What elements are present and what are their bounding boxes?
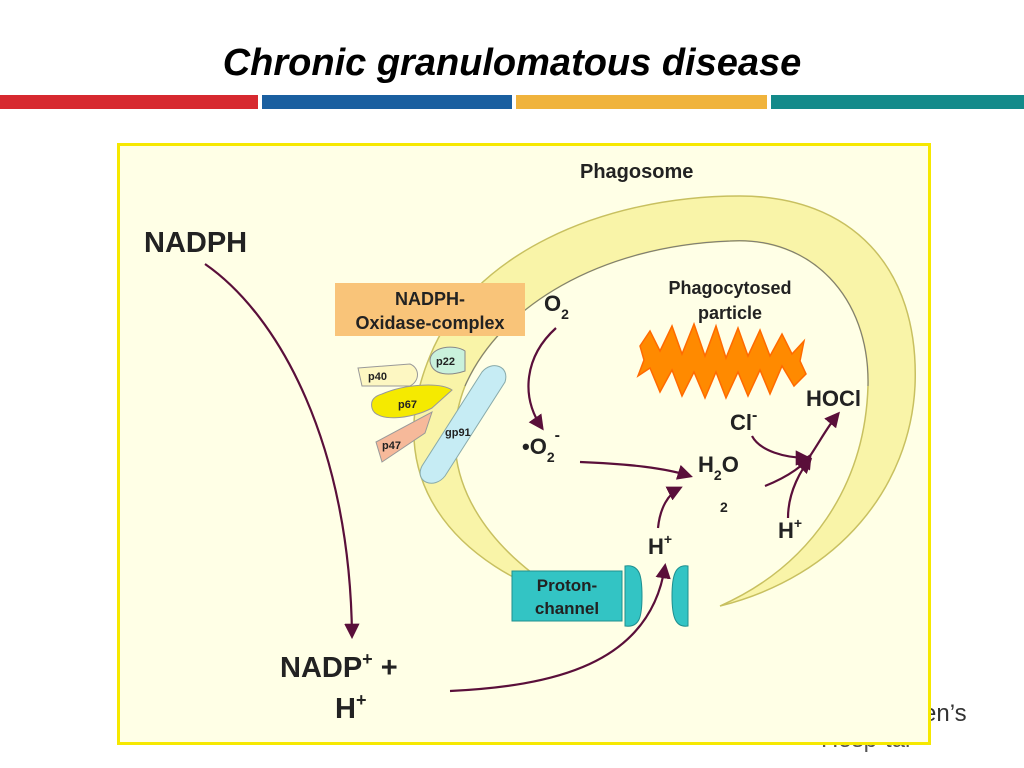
phagosome-label: Phagosome	[580, 161, 693, 183]
particle-line2: particle	[698, 303, 762, 323]
p67-subunit	[371, 384, 453, 419]
arrow-h2o2-to-hocl	[764, 453, 812, 488]
superoxide-label: •O2-	[522, 427, 560, 465]
oxidase-complex-line1: NADPH-	[395, 289, 465, 309]
p67-label: p67	[398, 399, 417, 411]
h2o2-label: H2O	[698, 452, 739, 483]
slide-title: Chronic granulomatous disease	[222, 42, 802, 84]
gp91-subunit	[419, 365, 507, 484]
arrow-o2-to-superoxide	[527, 327, 557, 431]
h-bottom-main: H	[335, 693, 356, 725]
cgd-diagram: Phagosome NADPH NADPH- Oxidase-complex p…	[117, 143, 931, 745]
h2o2-o: O	[722, 452, 739, 477]
color-bar-blue	[262, 95, 512, 109]
diagram-svg: Phagosome NADPH NADPH- Oxidase-complex p…	[144, 161, 916, 725]
oxidase-complex-box	[335, 283, 525, 336]
color-bar-teal	[771, 95, 1024, 109]
phagocytosed-particle	[636, 321, 807, 400]
superoxide-sub: 2	[547, 449, 555, 465]
particle-line1: Phagocytosed	[668, 278, 791, 298]
p47-subunit	[375, 410, 433, 463]
arrow-hplus-right-to-hocl	[786, 457, 813, 519]
color-bar	[0, 95, 1024, 109]
oxidase-complex-line2: Oxidase-complex	[355, 313, 504, 333]
chloride-main: Cl	[730, 410, 752, 435]
o2-label: O2	[544, 291, 569, 322]
p40-subunit	[357, 363, 418, 387]
chloride-label: Cl-	[730, 407, 757, 435]
h-plus-channel-sup: +	[664, 531, 672, 547]
superoxide-sup: -	[555, 427, 560, 444]
nadp-main: NADP	[280, 652, 362, 684]
proton-channel-line2: channel	[535, 599, 599, 618]
arrow-hplus-to-h2o2	[656, 486, 683, 529]
arrow-cl-to-hocl	[751, 435, 812, 466]
h-plus-channel-label: H+	[648, 531, 672, 559]
h-bottom-sup: +	[356, 690, 367, 710]
arrow-nadph-to-nadp	[204, 263, 360, 640]
h-plus-right-main: H	[778, 518, 794, 543]
color-bar-yellow	[516, 95, 767, 109]
gp91-label: gp91	[445, 427, 471, 439]
p22-subunit	[429, 346, 466, 375]
h2o2-subscript-2: 2	[720, 499, 728, 515]
o2-sub: 2	[561, 306, 569, 322]
nadp-sup: +	[362, 649, 373, 669]
proton-channel-left-half	[624, 565, 643, 627]
h2o2-h: H	[698, 452, 714, 477]
h-bottom-label: H+	[335, 690, 366, 725]
p40-label: p40	[368, 371, 387, 383]
h-plus-channel-main: H	[648, 534, 664, 559]
superoxide-main: •O	[522, 434, 547, 459]
arrow-hocl-out	[809, 411, 840, 457]
p22-label: p22	[436, 356, 455, 368]
hocl-label: HOCl	[806, 386, 861, 411]
color-bar-red	[0, 95, 258, 109]
nadp-label: NADP+ +	[280, 649, 398, 684]
proton-channel-right-half	[671, 565, 689, 627]
h-plus-right-sup: +	[794, 515, 802, 531]
h2o2-sub: 2	[714, 467, 722, 483]
h-plus-right-label: H+	[778, 515, 802, 543]
p47-label: p47	[382, 440, 401, 452]
chloride-sup: -	[752, 407, 757, 424]
proton-channel-box	[511, 570, 623, 622]
nadph-label: NADPH	[144, 227, 247, 259]
nadp-plus: +	[373, 652, 398, 684]
o2-main: O	[544, 291, 561, 316]
proton-channel-line1: Proton-	[537, 576, 597, 595]
arrow-nadp-to-channel	[449, 562, 671, 693]
arrow-superoxide-to-h2o2	[579, 460, 693, 480]
